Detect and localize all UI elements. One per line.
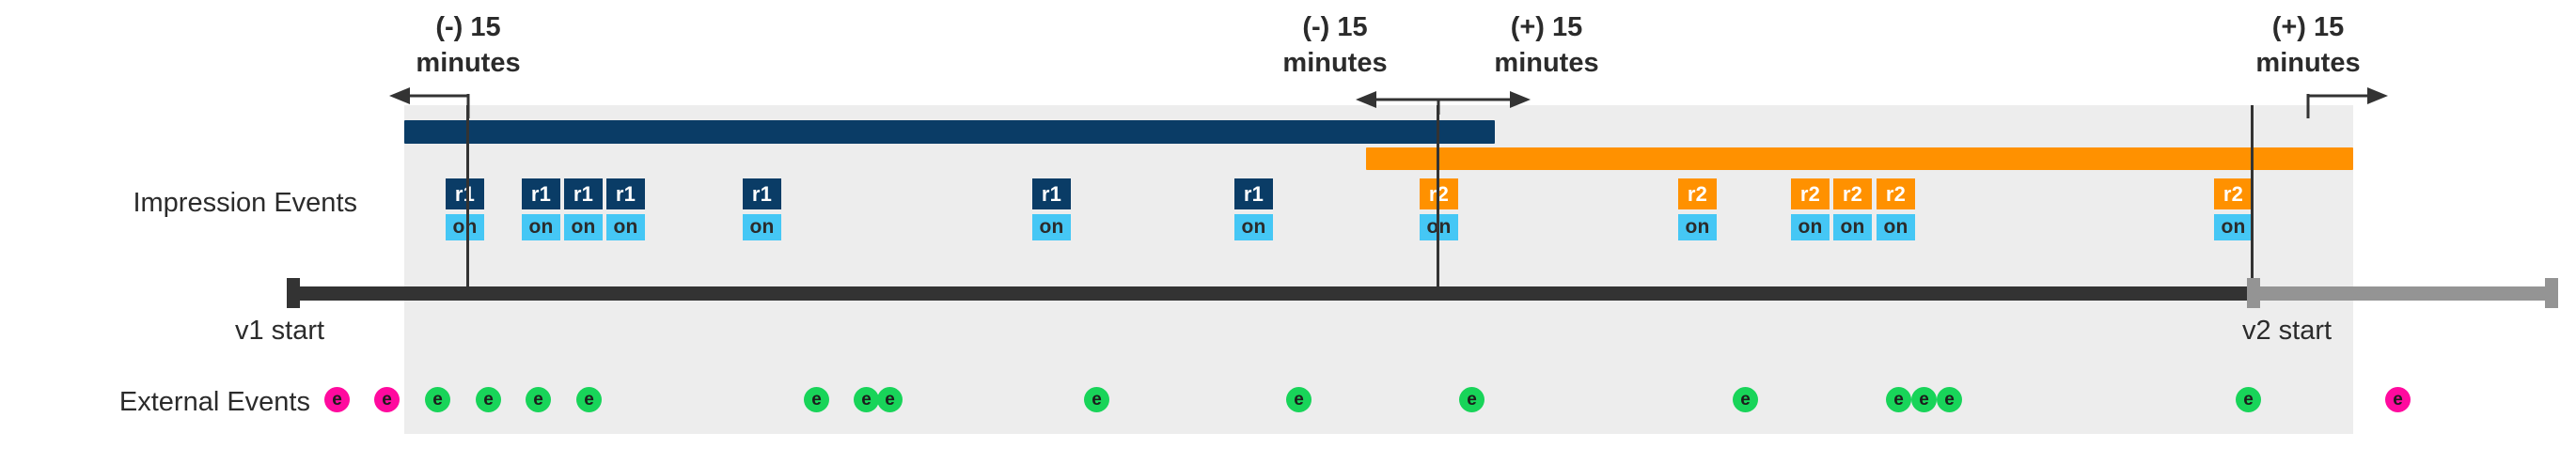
external-event-dot: e [1084,387,1109,412]
axis-label-v2-start: v2 start [2242,316,2333,346]
external-event-dot: e [526,387,551,412]
impression-rank-chip: r1 [564,178,603,209]
impression-status-chip: on [564,214,603,240]
impression-status-chip: on [1833,214,1872,240]
axis-v1-segment [287,286,2259,301]
impression-status-chip: on [446,214,484,240]
callout-line1: (+) 15 [1510,12,1583,42]
axis-cap-right [2545,278,2558,308]
impression-status-chip: on [2214,214,2253,240]
external-event-dot: e [476,387,501,412]
impression-rank-chip: r1 [522,178,560,209]
external-event-dot: e [1911,387,1937,412]
impression-status-chip: on [1234,214,1273,240]
impression-status-chip: on [1032,214,1071,240]
callout-line2: minutes [416,48,521,79]
external-event-dot: e [1886,387,1911,412]
external-event-dot: e [1937,387,1962,412]
impression-rank-chip: r2 [1791,178,1830,209]
external-event-dot: e [576,387,602,412]
impression-status-chip: on [1877,214,1915,240]
impression-rank-chip: r1 [743,178,781,209]
impression-rank-chip: r2 [1833,178,1872,209]
callout-line1: (-) 15 [435,12,501,42]
external-event-dot: e [2236,387,2261,412]
rank2-duration-bar [1366,147,2353,170]
external-event-dot: e [877,387,903,412]
marker-line-v1 [466,105,469,298]
impression-status-chip: on [606,214,645,240]
external-event-dot: e [425,387,450,412]
axis-v2-segment [2247,286,2557,301]
impression-status-chip: on [1678,214,1717,240]
impression-rank-chip: r2 [1877,178,1915,209]
impression-status-chip: on [522,214,560,240]
external-event-dot: e [324,387,350,412]
external-event-dot: e [1459,387,1484,412]
external-event-dot: e [2385,387,2411,412]
impression-rank-chip: r2 [1678,178,1717,209]
marker-line-v2-window [1437,105,1439,298]
impression-rank-chip: r2 [2214,178,2253,209]
callout-line2: minutes [1494,48,1599,79]
external-event-dot: e [374,387,400,412]
callout-line2: minutes [2255,48,2361,79]
impression-rank-chip: r1 [606,178,645,209]
impression-status-chip: on [743,214,781,240]
external-event-dot: e [1733,387,1758,412]
callout-right-plus-15: (+) 15 minutes [2195,9,2421,82]
axis-label-v1-start: v1 start [235,316,325,346]
external-event-dot: e [1286,387,1312,412]
impression-rank-chip: r1 [446,178,484,209]
connector-mid-double-arrow [1356,91,1531,115]
external-event-dot: e [854,387,879,412]
connector-right-plus-15 [2306,87,2388,118]
impression-rank-chip: r1 [1032,178,1071,209]
callout-line1: (+) 15 [2271,12,2345,42]
callout-line1: (-) 15 [1302,12,1368,42]
callout-mid-minus-15: (-) 15 minutes [1222,9,1448,82]
external-event-dot: e [804,387,829,412]
row-label-external-events: External Events [118,387,310,417]
impression-rank-chip: r1 [1234,178,1273,209]
callout-mid-plus-15: (+) 15 minutes [1434,9,1659,82]
impression-status-chip: on [1791,214,1830,240]
row-label-impression-events: Impression Events [133,188,357,218]
marker-line-v2-start [2251,105,2254,286]
connector-left-minus-15 [389,87,470,118]
callout-left-minus-15: (-) 15 minutes [355,9,581,82]
callout-line2: minutes [1282,48,1388,79]
rank1-duration-bar [404,120,1495,144]
